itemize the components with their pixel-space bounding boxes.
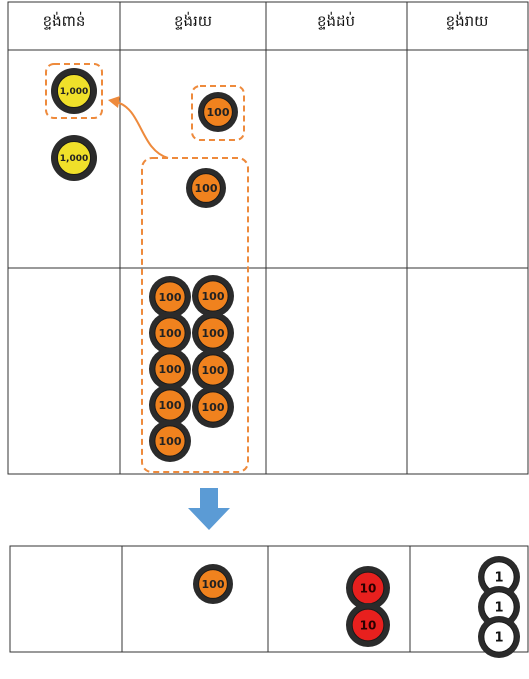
chip-face	[483, 621, 515, 653]
chip-label: 100	[207, 106, 230, 119]
chip-label: 100	[159, 435, 182, 448]
result-tens-chips: 10 10	[346, 566, 390, 647]
hundreds-group-row2: 100 100 100 100 100 100 100 100 100	[149, 275, 234, 462]
result-table-grid	[9, 545, 529, 653]
hundred-chip: 100	[149, 348, 191, 390]
hundred-chip: 100	[192, 312, 234, 354]
chip-face	[198, 569, 228, 599]
hundred-chip: 100	[192, 386, 234, 428]
chip-label: 1,000	[60, 87, 88, 97]
chip-label: 100	[159, 399, 182, 412]
chip-label: 100	[159, 363, 182, 376]
highlight-hundreds-group	[141, 157, 249, 473]
hundred-chip: 100	[149, 276, 191, 318]
regroup-arrow	[108, 96, 169, 159]
chip-label: 100	[202, 327, 225, 340]
thousand-chip: 1,000	[51, 135, 97, 181]
chip-face	[203, 97, 233, 127]
hundreds-single-chip: 100	[198, 92, 238, 132]
chip-face	[56, 140, 92, 176]
chip-label: 100	[202, 401, 225, 414]
header-thousands: ខ្ទង់ពាន់	[43, 11, 86, 30]
chip-face	[197, 317, 229, 349]
highlight-boxes	[45, 63, 249, 473]
header-ones: ខ្ទង់រាយ	[446, 11, 489, 30]
chip-label: 100	[202, 364, 225, 377]
one-chip: 1	[478, 616, 520, 658]
chip-label: 1	[494, 571, 503, 586]
hundred-chip: 100	[198, 92, 238, 132]
ten-chip: 10	[346, 566, 390, 610]
result-ones-chips: 1 1 1	[478, 556, 520, 658]
hundred-chip: 100	[149, 312, 191, 354]
result-hundreds-chips: 100	[193, 564, 233, 604]
hundreds-group-row1: 100	[186, 168, 226, 208]
chip-label: 100	[202, 290, 225, 303]
one-chip: 1	[478, 586, 520, 628]
chip-label: 10	[360, 618, 377, 632]
chip-face	[351, 608, 385, 642]
chip-label: 100	[195, 182, 218, 195]
thousand-chip: 1,000	[51, 68, 97, 114]
chip-label: 100	[159, 291, 182, 304]
chip-label: 1	[494, 601, 503, 616]
thousands-chips-top: 1,000 1,000	[51, 68, 97, 181]
down-arrow	[188, 488, 230, 530]
hundred-chip: 100	[192, 349, 234, 391]
chip-label: 100	[202, 578, 225, 591]
hundred-chip: 100	[149, 420, 191, 462]
ten-chip: 10	[346, 603, 390, 647]
one-chip: 1	[478, 556, 520, 598]
header-hundreds: ខ្ទង់រយ	[174, 11, 212, 30]
chip-label: 100	[159, 327, 182, 340]
chip-face	[56, 73, 92, 109]
hundred-chip: 100	[186, 168, 226, 208]
chip-label: 1,000	[60, 154, 88, 164]
chip-face	[197, 391, 229, 423]
hundred-chip: 100	[149, 384, 191, 426]
chip-face	[191, 173, 221, 203]
chip-face	[197, 354, 229, 386]
chip-face	[197, 280, 229, 312]
column-headers: ខ្ទង់ពាន់ ខ្ទង់រយ ខ្ទង់ដប់ ខ្ទង់រាយ	[43, 11, 489, 30]
chip-label: 10	[360, 581, 377, 595]
chip-face	[154, 425, 186, 457]
header-tens: ខ្ទង់ដប់	[317, 11, 355, 30]
chip-label: 1	[494, 631, 503, 646]
hundred-chip: 100	[193, 564, 233, 604]
top-table-grid	[7, 1, 529, 475]
hundred-chip: 100	[192, 275, 234, 317]
highlight-thousand-chip	[45, 63, 103, 119]
